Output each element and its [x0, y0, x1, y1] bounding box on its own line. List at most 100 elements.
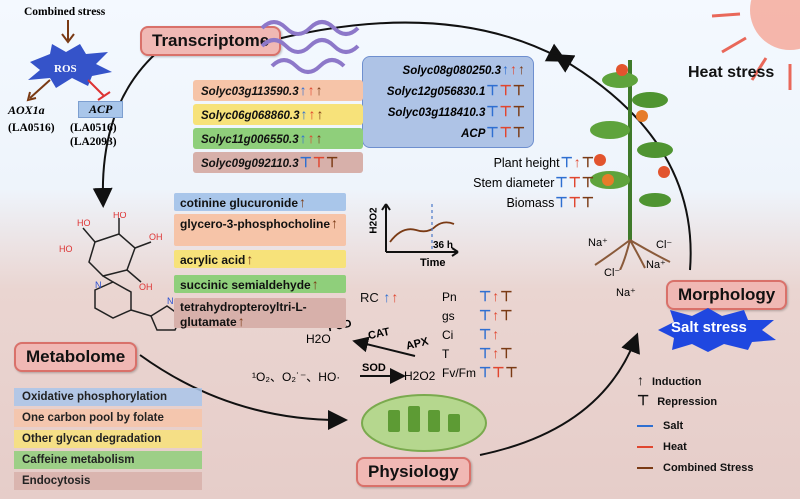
gene-right-3-heat-arrow: ⊤: [499, 124, 512, 140]
induction-icon: ↑: [637, 372, 644, 388]
rc-salt-arrow: ↑: [383, 289, 391, 305]
legend-item-2: Other glycan degradation: [14, 430, 202, 448]
morph-trait-1: Stem diameter⊤⊤⊤: [473, 174, 594, 191]
heat-stress-label: Heat stress: [688, 64, 775, 81]
gene-left-label: Solyc11g006550.3: [201, 134, 299, 146]
gene-right-2-combined-arrow: ⊤: [512, 103, 525, 119]
36h-label: 36 h: [433, 240, 454, 251]
gene-left-2: Solyc11g006550.3↑↑↑: [193, 128, 363, 149]
legend-item-1: One carbon pool by folate: [14, 409, 202, 427]
gene-left-0: Solyc03g113590.3↑↑↑: [193, 80, 363, 101]
morph-trait-label: Plant height: [493, 156, 560, 170]
combined-line-icon: [637, 467, 653, 470]
gene-left-label: Solyc09g092110.3: [201, 158, 299, 170]
acp-line2: (LA2093): [70, 136, 117, 148]
key-induction: ↑Induction: [637, 372, 702, 388]
gene-right-label: Solyc12g056830.1: [386, 86, 486, 98]
metabolite-label: succinic semialdehyde: [180, 278, 311, 292]
phys-param-4-heat-arrow: ⊤: [492, 364, 505, 380]
ros-label: ROS: [54, 63, 77, 75]
morph-trait-2: Biomass⊤⊤⊤: [506, 194, 594, 211]
key-salt: Salt: [637, 420, 683, 432]
gene-right-label: Solyc08g080250.3: [402, 65, 501, 77]
gene-right-2-heat-arrow: ⊤: [499, 103, 512, 119]
gene-left-1: Solyc06g068860.3↑↑↑: [193, 104, 363, 125]
morph-trait-2-salt-arrow: ⊤: [555, 194, 568, 210]
sod-label: SOD: [362, 362, 386, 374]
phys-param-1-heat-arrow: ↑: [492, 307, 500, 323]
metabolite-1-combined-arrow: ↑: [331, 215, 339, 231]
gene-left-1-heat-arrow: ↑: [308, 106, 316, 122]
legend-label: Oxidative phosphorylation: [22, 391, 168, 403]
ion-1: Na⁺: [588, 237, 608, 249]
gene-right-3-salt-arrow: ⊤: [486, 124, 499, 140]
acp-box: ACP: [78, 101, 124, 118]
metabolite-0: cotinine glucuronide↑: [174, 193, 346, 211]
gene-right-1-combined-arrow: ⊤: [512, 82, 525, 98]
rc-label: RC: [360, 290, 379, 305]
metabolite-1: glycero-3-phosphocholine↑: [174, 214, 346, 246]
phys-param-3: T⊤↑⊤: [442, 345, 512, 362]
arrow-metabolome-to-physiology: [139, 354, 348, 430]
legend-item-4: Endocytosis: [14, 472, 202, 490]
metabolite-3: succinic semialdehyde↑: [174, 275, 346, 293]
time-label: Time: [420, 257, 446, 269]
sun-icon: [750, 0, 800, 50]
morph-trait-1-salt-arrow: ⊤: [555, 174, 568, 190]
metabolite-label: tetrahydropteroyltri-L-glutamate: [180, 300, 307, 329]
phys-param-3-combined-arrow: ⊤: [500, 345, 513, 361]
gene-left-2-combined-arrow: ↑: [315, 130, 323, 146]
gene-right-label: ACP: [461, 128, 486, 140]
phys-param-4-combined-arrow: ⊤: [505, 364, 518, 380]
molecule-structure-icon: HO HO OH OH HO N N: [59, 212, 182, 331]
legend-item-0: Oxidative phosphorylation: [14, 388, 202, 406]
legend-swatch: [14, 388, 202, 406]
phys-param-0-salt-arrow: ⊤: [479, 288, 492, 304]
legend-swatch: [14, 451, 202, 469]
rc-item: RC ↑↑: [360, 289, 398, 305]
combined-stress-label: Combined stress: [24, 6, 106, 18]
gene-left-0-heat-arrow: ↑: [307, 82, 315, 98]
h2o-label: H2O: [306, 332, 331, 346]
key-combined: Combined Stress: [637, 462, 753, 474]
gene-right-1-salt-arrow: ⊤: [486, 82, 499, 98]
phys-param-0: Pn⊤↑⊤: [442, 288, 512, 305]
chloroplast-icon: [361, 394, 487, 452]
legend-swatch: [14, 409, 202, 427]
gene-right-0-combined-arrow: ↑: [518, 61, 525, 77]
phys-param-label: Fv/Fm: [442, 366, 476, 380]
ros-species-label: ¹O₂、O₂˙⁻、HO·: [252, 370, 341, 384]
gene-left-2-salt-arrow: ↑: [299, 130, 307, 146]
phys-param-3-salt-arrow: ⊤: [479, 345, 492, 361]
svg-text:OH: OH: [139, 282, 153, 292]
morph-trait-1-combined-arrow: ⊤: [581, 174, 594, 190]
morph-trait-0-combined-arrow: ⊤: [581, 154, 594, 170]
ros-burst-icon: [26, 20, 112, 102]
gene-left-2-heat-arrow: ↑: [307, 130, 315, 146]
phys-param-2-heat-arrow: ↑: [492, 326, 500, 342]
h2o2-product-label: H2O2: [404, 369, 436, 383]
phys-param-2: Ci⊤↑: [442, 326, 499, 343]
gene-right-3-combined-arrow: ⊤: [512, 124, 525, 140]
legend-swatch: [14, 430, 202, 448]
morph-trait-0-salt-arrow: ⊤: [560, 154, 573, 170]
phys-param-label: Pn: [442, 290, 457, 304]
metabolite-2-combined-arrow: ↑: [246, 251, 254, 267]
phys-param-label: T: [442, 347, 450, 361]
phys-param-label: gs: [442, 309, 455, 323]
enzyme-reaction-arrows: [352, 336, 416, 384]
morph-trait-0-heat-arrow: ↑: [573, 154, 581, 170]
gene-left-1-salt-arrow: ↑: [300, 106, 308, 122]
svg-text:HO: HO: [77, 218, 91, 228]
ion-3: Na⁺: [646, 259, 666, 271]
gene-right-2-salt-arrow: ⊤: [486, 103, 499, 119]
phys-param-1-combined-arrow: ⊤: [500, 307, 513, 323]
metabolite-4: tetrahydropteroyltri-L-glutamate↑: [174, 298, 346, 329]
gene-left-3: Solyc09g092110.3⊤⊤⊤: [193, 152, 363, 173]
gene-right-2: Solyc03g118410.3⊤⊤⊤: [371, 103, 531, 120]
gene-left-label: Solyc03g113590.3: [201, 86, 299, 98]
legend-label: One carbon pool by folate: [22, 412, 164, 424]
salt-stress-burst-icon: [658, 308, 776, 352]
gene-right-label: Solyc03g118410.3: [387, 107, 486, 119]
svg-text:N: N: [95, 280, 102, 290]
